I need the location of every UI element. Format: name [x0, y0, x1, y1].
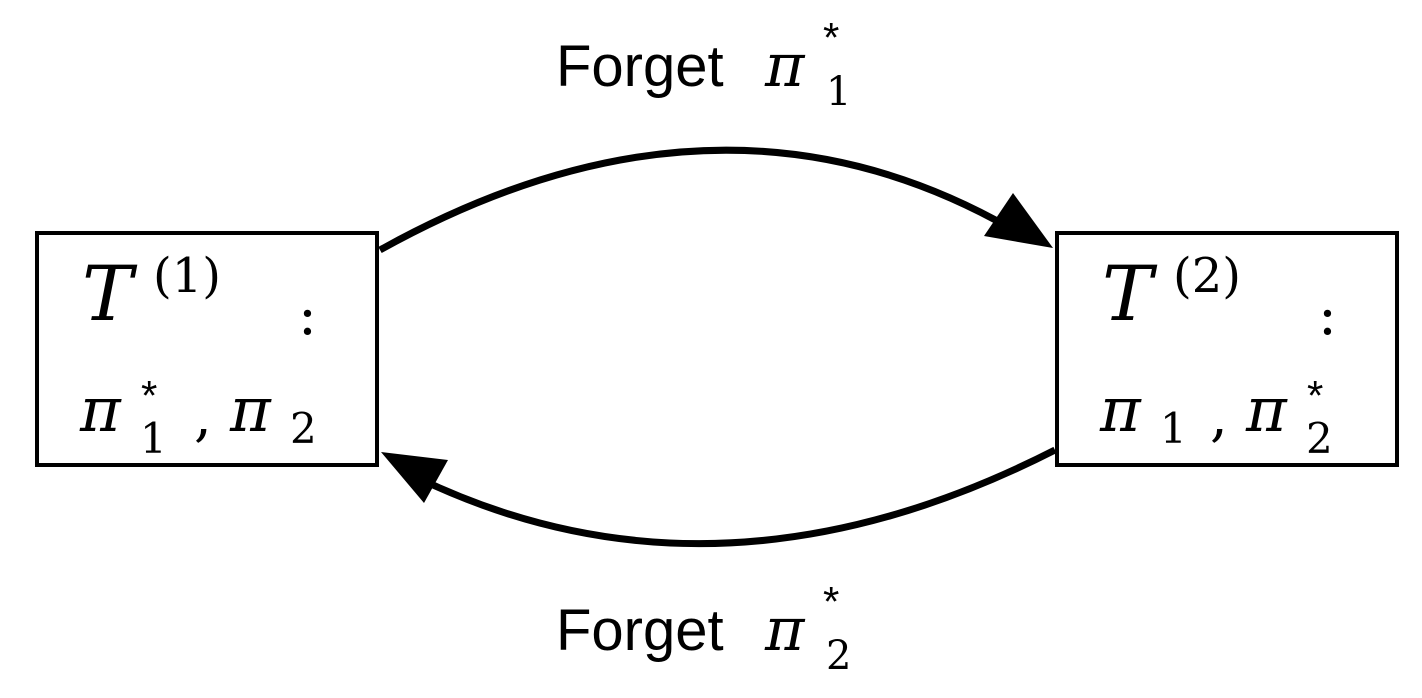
node-t2-comma: ,: [1210, 384, 1228, 449]
node-t2-pi-b-star: *: [1307, 372, 1323, 419]
node-t2-superscript: (2): [1173, 248, 1241, 304]
node-t2-pi-a: π: [1099, 373, 1142, 446]
forget-pi2-arrowhead: [381, 452, 448, 503]
node-t1: T (1) : π * 1 , π 2: [35, 231, 379, 467]
bottom-edge-label-star: *: [823, 578, 839, 625]
bottom-edge-label-sub: 2: [826, 633, 851, 679]
node-t2-pi-a-sub: 1: [1160, 404, 1187, 453]
top-edge-label-star: *: [823, 14, 839, 61]
node-t1-symbol: T: [82, 249, 138, 338]
node-t2-pi-b-sub: 2: [1306, 414, 1333, 463]
node-t1-superscript: (1): [153, 248, 221, 304]
node-t1-pi-a-star: *: [141, 372, 157, 419]
top-edge-label-word: Forget: [556, 34, 724, 99]
bottom-edge-label: Forget π * 2: [556, 578, 851, 679]
bottom-edge-label-word: Forget: [556, 598, 724, 663]
forget-pi1-arrow: [378, 146, 1012, 254]
node-t2-symbol: T: [1102, 249, 1158, 338]
node-t2-box: [1055, 231, 1399, 467]
node-t1-comma: ,: [194, 384, 212, 449]
forget-pi1-arrowhead: [984, 193, 1053, 248]
top-edge-label-pi: π: [764, 31, 806, 101]
node-t1-pi-b: π: [229, 373, 272, 446]
top-edge-label: Forget π * 1: [556, 14, 851, 115]
node-t2: T (2) : π 1 , π * 2: [1055, 231, 1399, 467]
node-t2-colon: :: [1318, 283, 1337, 348]
top-edge-label-sub: 1: [826, 69, 851, 115]
node-t1-box: [35, 231, 379, 467]
node-t1-pi-a-sub: 1: [140, 414, 167, 463]
bottom-edge-label-pi: π: [764, 595, 806, 665]
node-t1-pi-a: π: [79, 373, 122, 446]
node-t2-pi-b: π: [1245, 373, 1288, 446]
node-t1-pi-b-sub: 2: [290, 404, 317, 453]
forget-pi2-arrow: [416, 446, 1057, 548]
node-t1-colon: :: [298, 283, 317, 348]
